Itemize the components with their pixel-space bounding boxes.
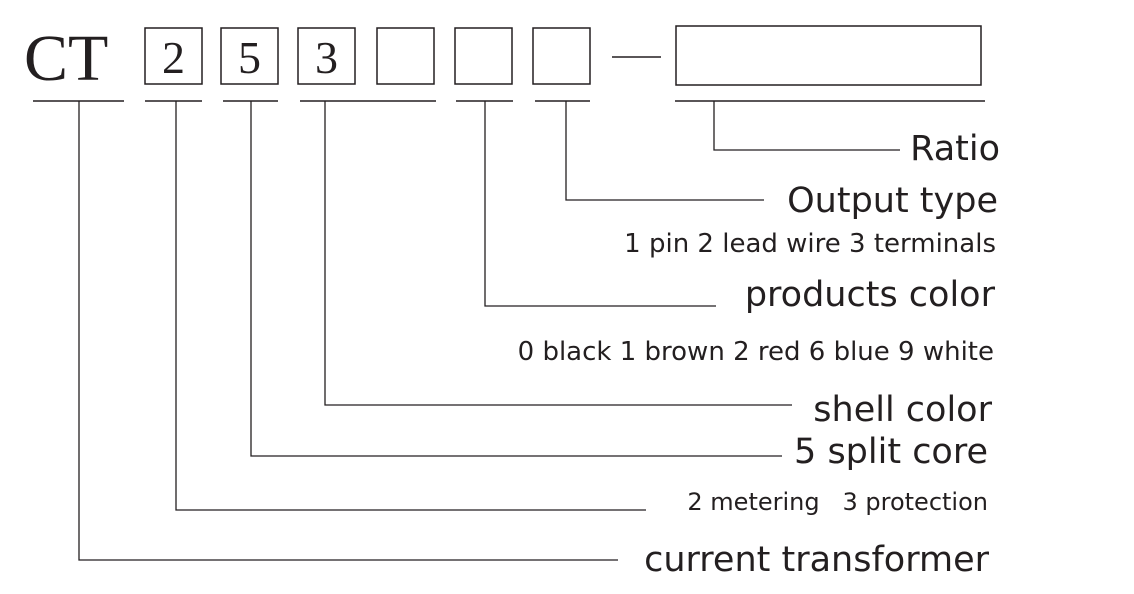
label-products-color: products color (745, 275, 996, 315)
leader-shell-color (324, 101, 792, 406)
label-metering-protection: 2 metering 3 protection (687, 488, 988, 516)
label-split-core: 5 split core (794, 432, 988, 472)
label-ratio: Ratio (910, 129, 1000, 169)
digit-box-4 (376, 27, 435, 85)
digit-box-3: 3 (297, 27, 356, 85)
leader-output-type (565, 101, 764, 201)
digit-box-6 (532, 27, 591, 85)
label-output-type-options: 1 pin 2 lead wire 3 terminals (624, 229, 996, 259)
label-products-color-options: 0 black 1 brown 2 red 6 blue 9 white (518, 337, 994, 367)
digit-1: 2 (162, 32, 185, 83)
leader-split-core (250, 101, 782, 457)
digit-box-5 (454, 27, 513, 85)
digit-3: 3 (315, 32, 338, 83)
label-output-type: Output type (787, 181, 998, 221)
digit-2: 5 (238, 32, 261, 83)
leader-lines (78, 101, 900, 561)
digit-box-2: 5 (220, 27, 279, 85)
ratio-box (675, 25, 982, 86)
leader-current-transformer (78, 101, 618, 561)
label-current-transformer: current transformer (644, 540, 990, 580)
leader-products-color (484, 101, 716, 307)
code-prefix: CT (24, 22, 108, 95)
label-shell-color: shell color (813, 390, 992, 430)
digit-box-1: 2 (144, 27, 203, 85)
leader-ratio (713, 101, 900, 151)
leader-metering (175, 101, 646, 511)
